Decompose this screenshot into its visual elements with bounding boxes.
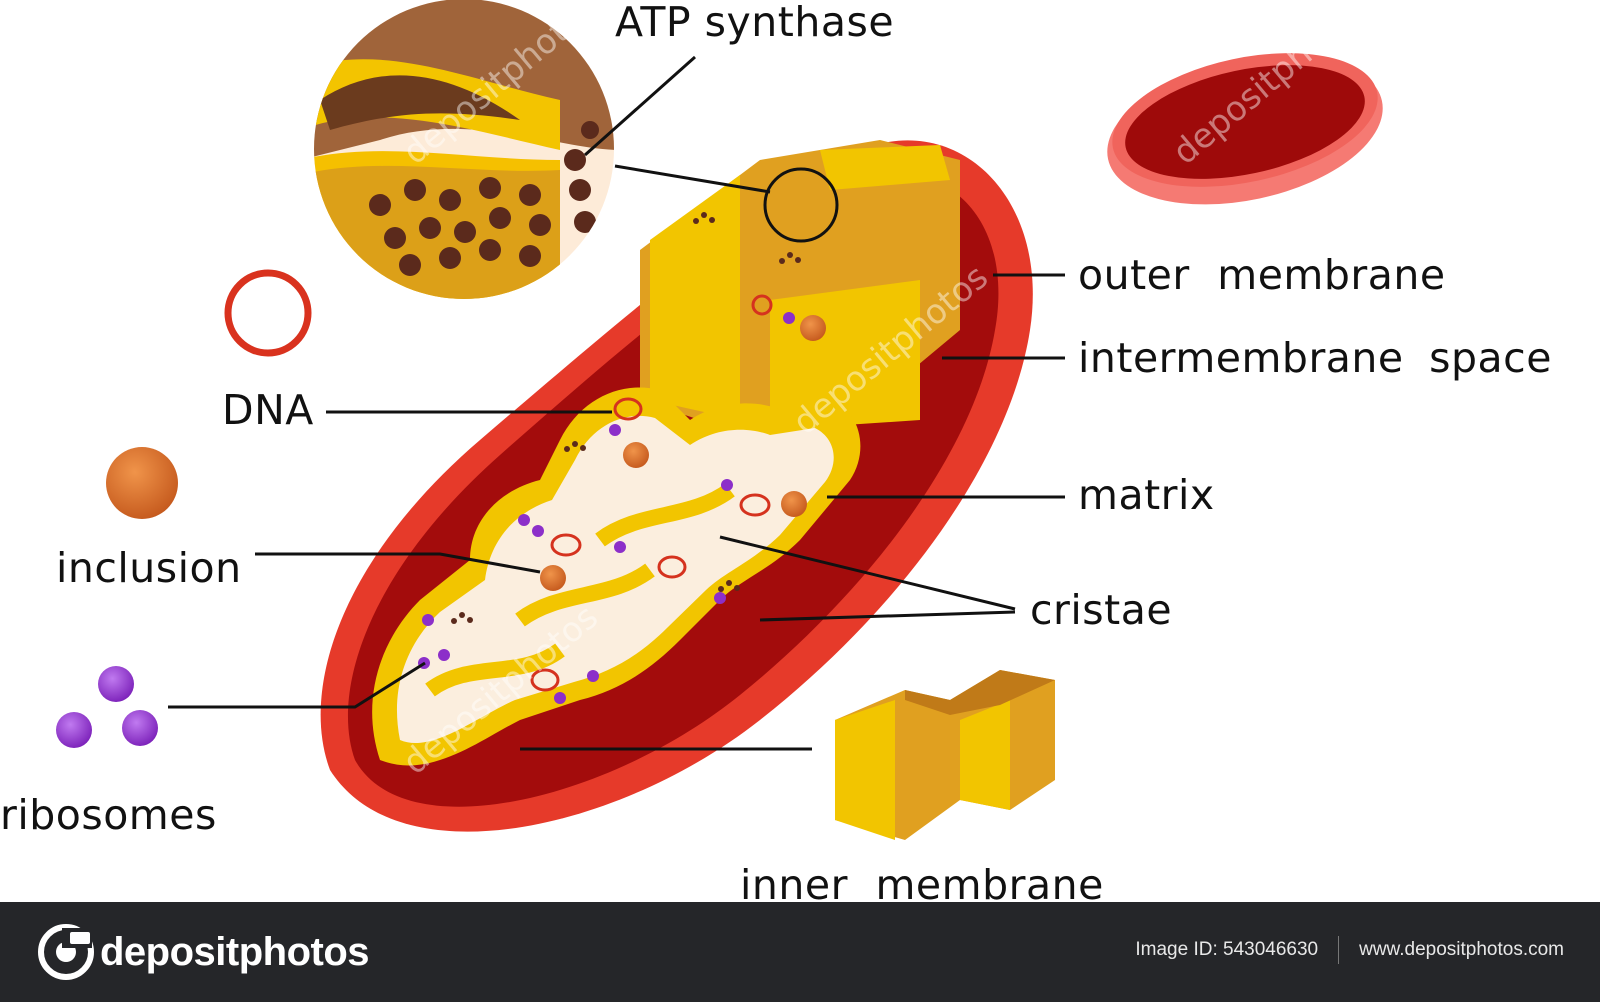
label-ribosomes: ribosomes [0, 791, 217, 839]
atp-synthase-highlight [763, 167, 839, 243]
image-id: Image ID: 543046630 [1135, 939, 1319, 960]
label-outer-membrane: outer membrane [1078, 251, 1446, 299]
dna-ring [224, 269, 312, 357]
cristae-folds [640, 140, 960, 440]
matrix-inclusions [540, 315, 826, 591]
outer-membrane-disc [1107, 53, 1383, 205]
matrix-dna [530, 294, 773, 692]
label-inclusion: inclusion [56, 544, 242, 592]
footer-info: Image ID: 543046630 www.depositphotos.co… [1135, 936, 1564, 964]
ribosomes-sample [56, 666, 158, 748]
footer-divider [1338, 936, 1340, 964]
crista-fingers [425, 483, 735, 697]
brand-name: depositphotos [100, 929, 370, 974]
site-link[interactable]: www.depositphotos.com [1359, 939, 1564, 960]
leader-lines [168, 55, 1065, 751]
label-inner-membrane: inner membrane [740, 861, 1104, 909]
atp-synthase-particles [369, 121, 599, 276]
inclusion-sample [106, 447, 178, 519]
label-dna: DNA [222, 386, 314, 434]
mitochondrion [320, 140, 1033, 832]
label-matrix: matrix [1078, 471, 1215, 519]
label-cristae: cristae [1030, 586, 1173, 634]
label-atp-synthase: ATP synthase [615, 0, 895, 46]
footer-bar: depositphotos Image ID: 543046630 www.de… [0, 902, 1600, 1002]
atp-synthase-zoom [314, 0, 614, 299]
depositphotos-logo-icon [38, 924, 94, 980]
inner-membrane-fragment [835, 670, 1055, 840]
matrix-atp-clusters [451, 212, 801, 624]
mitochondrion-diagram [56, 0, 1383, 840]
label-intermembrane-space: intermembrane space [1078, 334, 1552, 382]
brand[interactable]: depositphotos [38, 924, 370, 980]
